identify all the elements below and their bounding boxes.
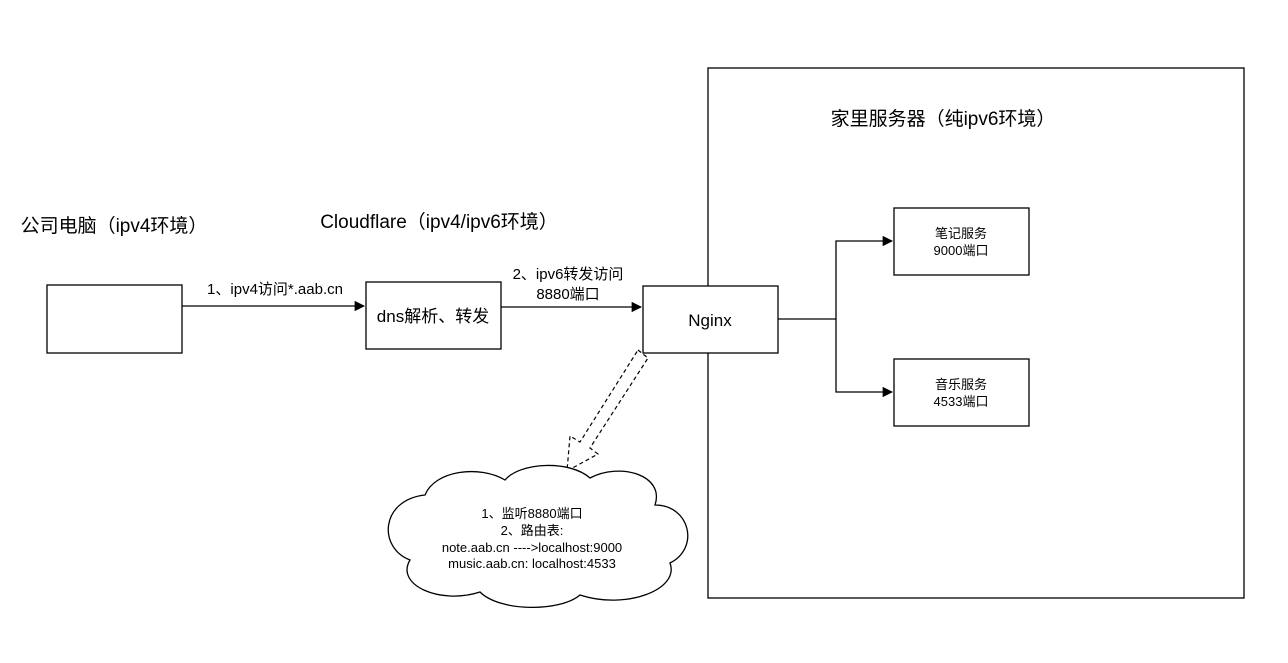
cloud-note-line4: music.aab.cn: localhost:4533: [448, 556, 616, 571]
nginx-box-label: Nginx: [688, 311, 732, 330]
cloud-note-line3: note.aab.cn ---->localhost:9000: [442, 540, 622, 555]
edge-step1-label: 1、ipv4访问*.aab.cn: [207, 281, 343, 298]
company-pc-box: [46, 284, 183, 354]
edge-nginx-to-music: [835, 319, 894, 398]
dns-box: [365, 281, 502, 350]
home-server-container: [707, 67, 1245, 599]
cloud-note-line2: 2、路由表:: [501, 523, 564, 538]
note-service-label-line2: 9000端口: [934, 243, 989, 258]
cloud-note-line1: 1、监听8880端口: [481, 506, 582, 521]
music-service-label-line1: 音乐服务: [935, 377, 987, 392]
cloudflare-title: Cloudflare（ipv4/ipv6环境）: [320, 211, 558, 233]
edge-step2-label-line1: 2、ipv6转发访问: [513, 266, 624, 283]
callout-arrow: [566, 349, 649, 473]
dns-box-label: dns解析、转发: [377, 307, 489, 326]
note-service-label-line1: 笔记服务: [935, 226, 987, 241]
music-service-box: [893, 358, 1030, 427]
note-cloud: [387, 464, 689, 609]
music-service-label-line2: 4533端口: [934, 394, 989, 409]
company-pc-title: 公司电脑（ipv4环境）: [21, 215, 208, 237]
edge-nginx-to-note: [835, 235, 894, 319]
note-service-box: [893, 207, 1030, 276]
home-server-title: 家里服务器（纯ipv6环境）: [831, 108, 1056, 130]
nginx-box: [642, 285, 779, 354]
edge-step2-label-line2: 8880端口: [536, 286, 599, 303]
